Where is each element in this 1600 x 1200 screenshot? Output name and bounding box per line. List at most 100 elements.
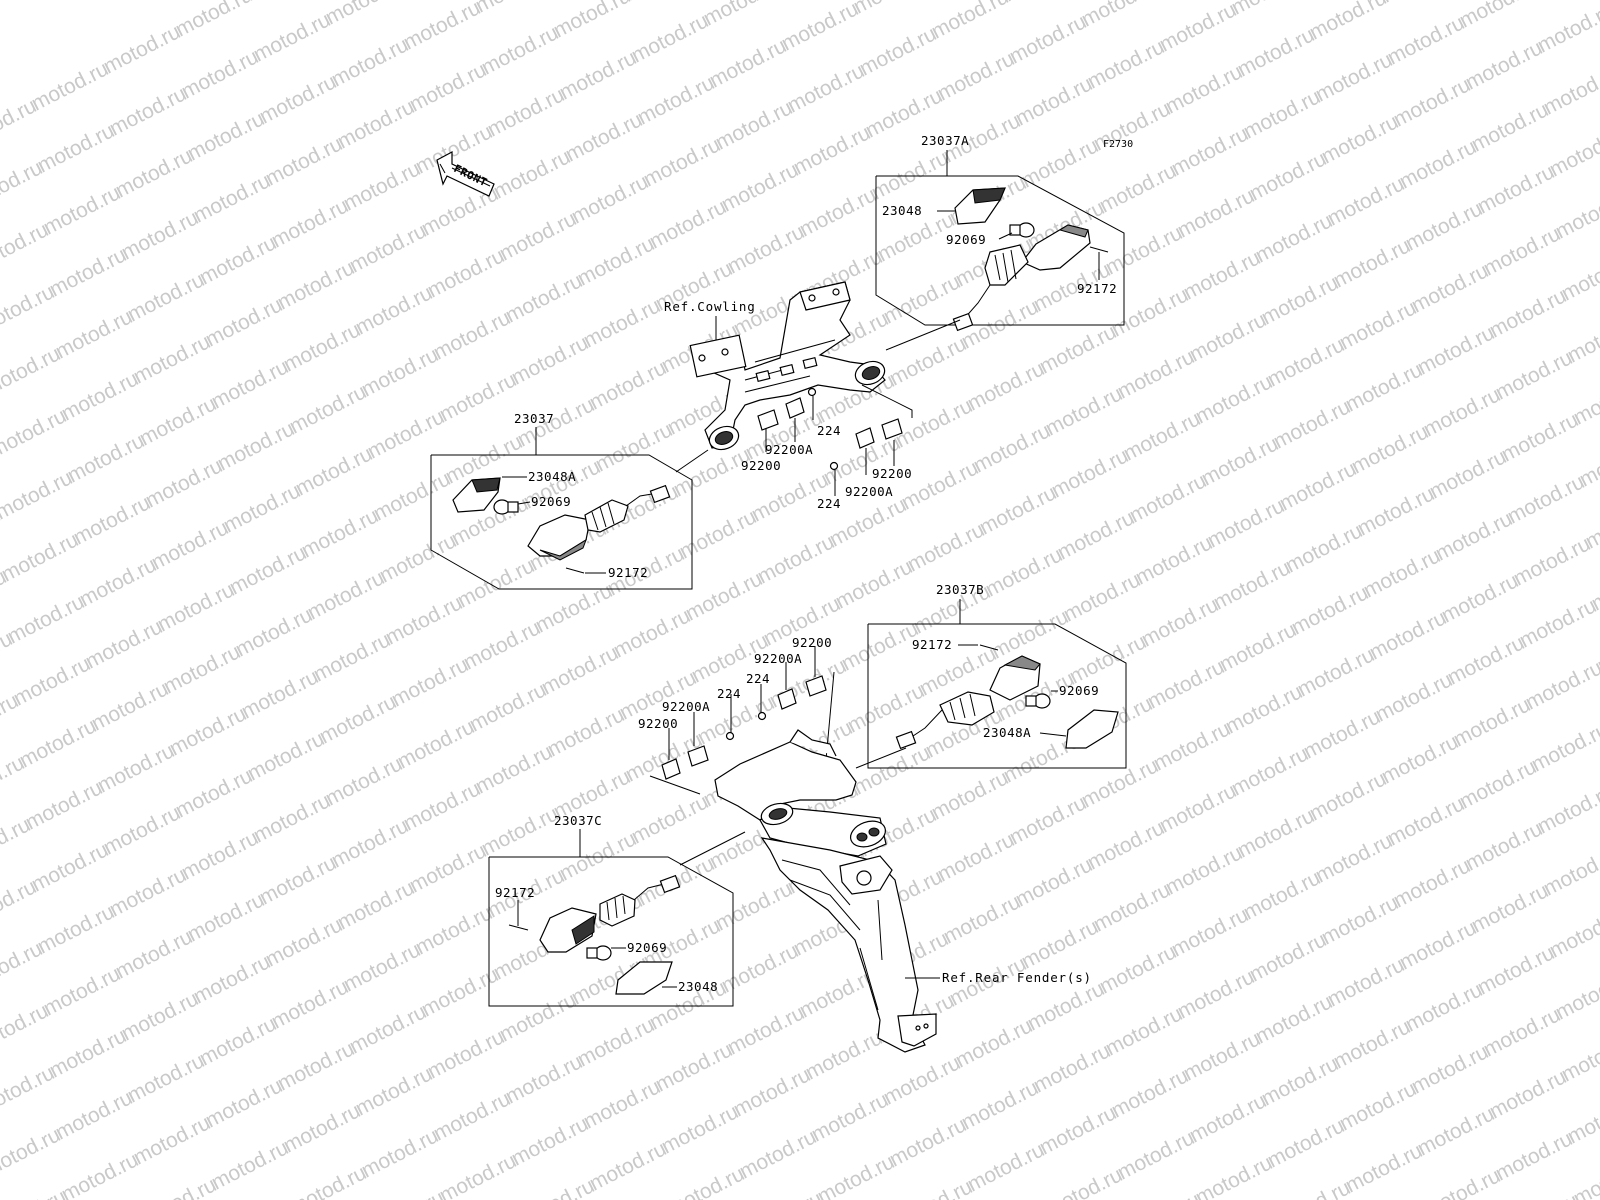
watermark-text: motod.ru [610, 604, 694, 662]
watermark-text: motod.ru [1516, 594, 1600, 652]
watermark-text: motod.ru [574, 232, 658, 290]
watermark-text: motod.ru [1252, 990, 1336, 1048]
watermark-text: motod.ru [310, 628, 394, 686]
watermark-text: motod.ru [724, 220, 808, 278]
watermark-text: motod.ru [622, 0, 706, 5]
watermark-text: motod.ru [340, 157, 424, 215]
watermark-text: motod.ru [1558, 247, 1600, 305]
watermark-text: motod.ru [16, 714, 100, 772]
watermark-text: motod.ru [1390, 854, 1474, 912]
watermark-text: motod.ru [304, 566, 388, 624]
watermark-text: motod.ru [1492, 346, 1576, 404]
watermark-text: motod.ru [628, 790, 712, 848]
watermark-text: motod.ru [214, 417, 298, 475]
watermark-text: motod.ru [340, 938, 424, 996]
watermark-text: motod.ru [1486, 1065, 1570, 1123]
watermark-text: motod.ru [64, 429, 148, 487]
watermark-text: motod.ru [196, 1012, 280, 1070]
watermark-text: motod.ru [1342, 1139, 1426, 1197]
rear-right-signal-group: 23037B 92172 92069 23048A [867, 582, 1127, 769]
watermark-text: motod.ru [220, 479, 304, 537]
watermark-text: motod.ru [412, 901, 496, 959]
watermark-text: motod.ru [328, 33, 412, 91]
watermark-text: motod.ru [436, 368, 520, 426]
watermark-text: motod.ru [1468, 879, 1552, 937]
watermark-text: motod.ru [484, 83, 568, 141]
watermark-text: motod.ru [1012, 72, 1096, 130]
watermark-text: motod.ru [1474, 160, 1558, 218]
watermark-text: motod.ru [586, 1137, 670, 1195]
watermark-text: motod.ru [274, 256, 358, 314]
watermark-text: motod.ru [1096, 940, 1180, 998]
label-23048A: 23048A [528, 469, 576, 484]
label-224-front-a: 224 [817, 423, 841, 438]
watermark-text: motod.ru [754, 530, 838, 588]
watermark-text: motod.ru [1564, 309, 1600, 367]
watermark-text: motod.ru [40, 962, 124, 1020]
watermark-text: motod.ru [460, 616, 544, 674]
watermark-text: motod.ru [1018, 915, 1102, 973]
watermark-text: motod.ru [1258, 271, 1342, 329]
watermark-text: motod.ru [1108, 1064, 1192, 1122]
watermark-text: motod.ru [1120, 407, 1204, 465]
watermark-text: motod.ru [508, 331, 592, 389]
watermark-text: motod.ru [1222, 680, 1306, 738]
watermark-text: motod.ru [1408, 1040, 1492, 1098]
watermark-text: motod.ru [814, 1150, 898, 1200]
watermark-text: motod.ru [28, 57, 112, 115]
watermark-text: motod.ru [1336, 296, 1420, 354]
watermark-text: motod.ru [34, 900, 118, 958]
watermark-text: motod.ru [676, 505, 760, 563]
watermark-text: motod.ru [1186, 308, 1270, 366]
watermark-text: motod.ru [1270, 1176, 1354, 1200]
watermark-text: motod.ru [352, 281, 436, 339]
watermark-text: motod.ru [724, 1001, 808, 1059]
watermark-text: motod.ru [1498, 408, 1582, 466]
watermark-text: motod.ru [1504, 470, 1588, 528]
watermark-text: motod.ru [478, 802, 562, 860]
watermark-text: motod.ru [208, 1136, 292, 1194]
watermark-text: motod.ru [334, 876, 418, 934]
watermark-text: motod.ru [124, 1049, 208, 1107]
watermark-text: motod.ru [1192, 370, 1276, 428]
label-92200A-front-a: 92200A [765, 442, 813, 457]
watermark-text: motod.ru [652, 1038, 736, 1096]
watermark-text: motod.ru [1216, 618, 1300, 676]
watermark-text: motod.ru [544, 703, 628, 761]
watermark-text: motod.ru [1000, 0, 1084, 6]
watermark-text: motod.ru [574, 1013, 658, 1071]
watermark-text: motod.ru [1396, 916, 1480, 974]
watermark-text: motod.ru [730, 1063, 814, 1121]
watermark-text: motod.ru [436, 1149, 520, 1200]
watermark-text: motod.ru [1390, 73, 1474, 131]
watermark-text: motod.ru [1420, 383, 1504, 441]
watermark-text: motod.ru [1210, 556, 1294, 614]
watermark-text: motod.ru [184, 107, 268, 165]
watermark-text: motod.ru [52, 305, 136, 363]
watermark-text: motod.ru [700, 0, 784, 30]
watermark-text: motod.ru [1228, 0, 1312, 19]
watermark-text: motod.ru [940, 890, 1024, 948]
watermark-text: motod.ru [250, 8, 334, 66]
watermark-text: motod.ru [1540, 842, 1600, 900]
watermark-text: motod.ru [292, 442, 376, 500]
watermark-text: motod.ru [58, 367, 142, 425]
watermark-text: motod.ru [1384, 11, 1468, 69]
watermark-text: motod.ru [0, 528, 82, 586]
watermark-text: motod.ru [0, 404, 70, 462]
watermark-text: motod.ru [106, 82, 190, 140]
watermark-text: motod.ru [628, 9, 712, 67]
watermark-text: motod.ru [94, 739, 178, 797]
watermark-text: motod.ru [1060, 568, 1144, 626]
watermark-text: motod.ru [1492, 1127, 1576, 1185]
watermark-text: motod.ru [358, 1124, 442, 1182]
watermark-text: motod.ru [712, 96, 796, 154]
watermark-text: motod.ru [832, 555, 916, 613]
front-bracket: Ref.Cowling 224 92200A [664, 281, 961, 511]
watermark-text: motod.ru [1282, 519, 1366, 577]
watermark-text: motod.ru [532, 579, 616, 637]
watermark-text: motod.ru [1558, 1028, 1600, 1086]
watermark-text: motod.ru [886, 332, 970, 390]
watermark-text: motod.ru [658, 1100, 742, 1158]
watermark-text: motod.ru [1036, 1101, 1120, 1159]
